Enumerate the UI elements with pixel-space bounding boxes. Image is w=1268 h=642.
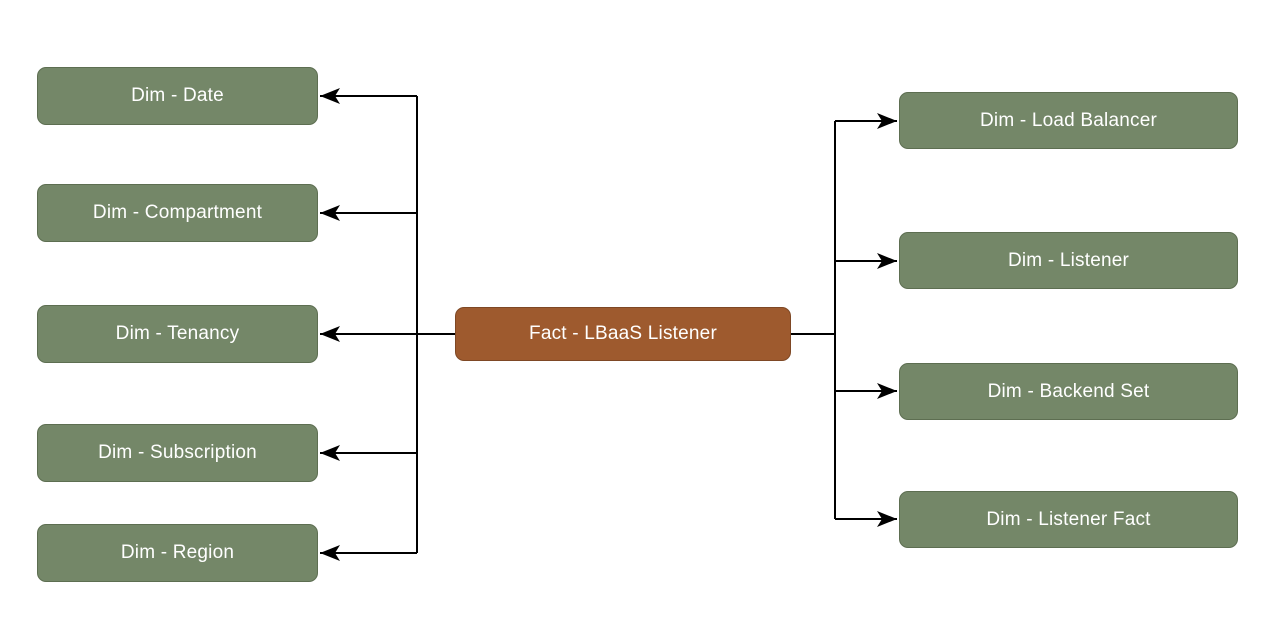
- dim-listener-fact-node: Dim - Listener Fact: [899, 491, 1238, 548]
- dim-subscription-node: Dim - Subscription: [37, 424, 318, 482]
- dim-tenancy-node: Dim - Tenancy: [37, 305, 318, 363]
- dim-listener-node: Dim - Listener: [899, 232, 1238, 289]
- dim-load-balancer-node: Dim - Load Balancer: [899, 92, 1238, 149]
- fact-lbaas-listener-node: Fact - LBaaS Listener: [455, 307, 791, 361]
- dim-date-node: Dim - Date: [37, 67, 318, 125]
- dim-backend-set-node: Dim - Backend Set: [899, 363, 1238, 420]
- dim-compartment-node: Dim - Compartment: [37, 184, 318, 242]
- dim-region-node: Dim - Region: [37, 524, 318, 582]
